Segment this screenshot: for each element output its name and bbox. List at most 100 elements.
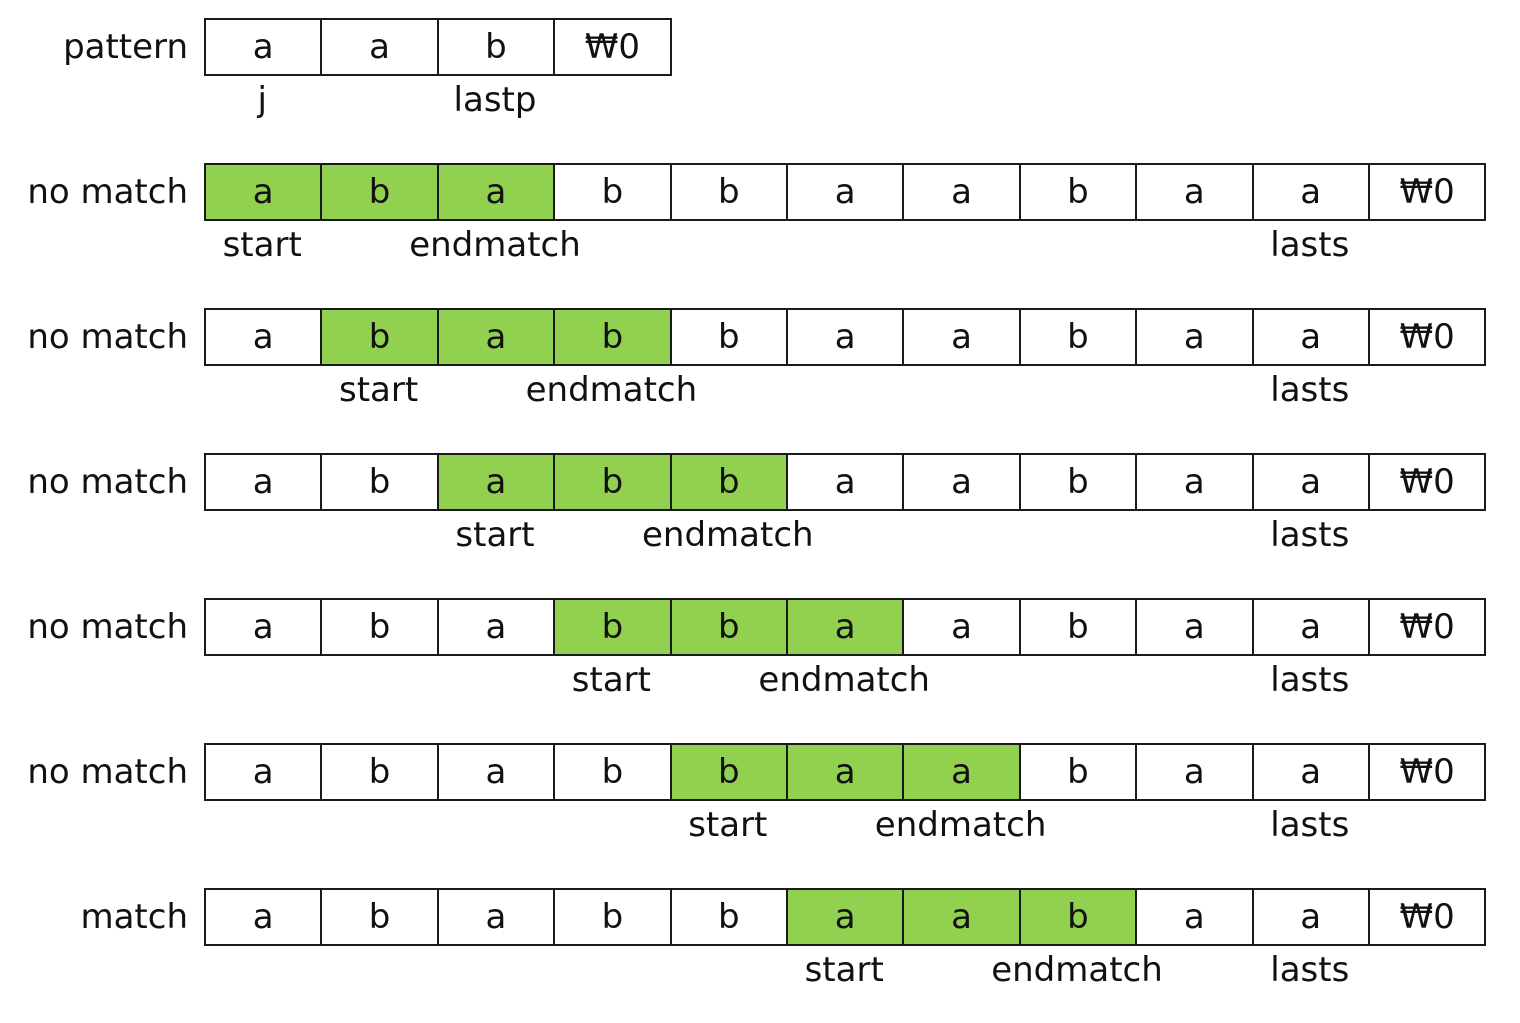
highlighted-cell: a bbox=[438, 455, 556, 509]
highlighted-cell: a bbox=[438, 165, 556, 219]
row-label: no match bbox=[27, 462, 188, 502]
cell: a bbox=[206, 455, 323, 509]
cell: a bbox=[1137, 165, 1254, 219]
highlighted-cell: b bbox=[1020, 890, 1138, 944]
cell: a bbox=[1254, 455, 1370, 509]
cell: a bbox=[904, 455, 1021, 509]
cell: a bbox=[904, 165, 1021, 219]
marker-endmatch: endmatch bbox=[758, 660, 930, 700]
cell: b bbox=[1021, 310, 1138, 364]
cell: a bbox=[439, 745, 556, 799]
cell: ₩0 bbox=[1370, 455, 1487, 509]
cell: a bbox=[1254, 890, 1370, 944]
highlighted-cell: a bbox=[787, 745, 905, 799]
cell: b bbox=[672, 310, 788, 364]
marker-start: start bbox=[688, 805, 768, 845]
highlighted-cell: a bbox=[787, 890, 905, 944]
cell: b bbox=[555, 165, 672, 219]
marker-start: start bbox=[222, 225, 302, 265]
cell: a bbox=[904, 600, 1021, 654]
highlighted-cell: b bbox=[555, 455, 672, 509]
marker-endmatch: endmatch bbox=[874, 805, 1047, 845]
marker-lasts: lasts bbox=[1270, 950, 1350, 990]
cell: a bbox=[206, 890, 323, 944]
highlighted-cell: b bbox=[671, 600, 788, 654]
marker-endmatch: endmatch bbox=[991, 950, 1163, 990]
highlighted-cell: b bbox=[671, 745, 788, 799]
cell: b bbox=[1021, 165, 1138, 219]
marker-lasts: lasts bbox=[1270, 225, 1350, 265]
marker-start: start bbox=[338, 370, 419, 410]
highlighted-cell: a bbox=[904, 745, 1021, 799]
marker-endmatch: endmatch bbox=[409, 225, 581, 265]
highlighted-cell: a bbox=[206, 165, 323, 219]
cell: a bbox=[904, 310, 1021, 364]
highlighted-cell: b bbox=[322, 310, 439, 364]
cell: b bbox=[322, 890, 439, 944]
cell: a bbox=[1137, 455, 1254, 509]
row-label: match bbox=[80, 897, 188, 937]
highlighted-cell: b bbox=[555, 310, 672, 364]
row-label: no match bbox=[27, 752, 188, 792]
cell: a bbox=[1254, 745, 1370, 799]
cell: a bbox=[206, 20, 323, 74]
cell: a bbox=[322, 20, 439, 74]
marker-lasts: lasts bbox=[1270, 370, 1350, 410]
marker-lastp: lastp bbox=[453, 80, 537, 120]
marker-j: j bbox=[257, 80, 267, 120]
cell: a bbox=[1137, 890, 1254, 944]
cell: b bbox=[555, 890, 672, 944]
highlighted-cell: b bbox=[322, 165, 439, 219]
cell: a bbox=[788, 455, 905, 509]
cell: a bbox=[206, 310, 323, 364]
cell: a bbox=[1254, 165, 1370, 219]
marker-start: start bbox=[455, 515, 535, 555]
cell: b bbox=[1021, 455, 1138, 509]
highlighted-cell: a bbox=[904, 890, 1021, 944]
marker-start: start bbox=[571, 660, 651, 700]
cell: a bbox=[1137, 310, 1254, 364]
cell: b bbox=[439, 20, 556, 74]
cell: ₩0 bbox=[1370, 310, 1487, 364]
cell: a bbox=[1137, 600, 1254, 654]
cell: a bbox=[1137, 745, 1254, 799]
highlighted-cell: b bbox=[671, 455, 788, 509]
cell: b bbox=[672, 890, 788, 944]
cell: b bbox=[555, 745, 672, 799]
cell: b bbox=[322, 745, 439, 799]
cell: a bbox=[788, 310, 905, 364]
marker-endmatch: endmatch bbox=[525, 370, 698, 410]
row-label: pattern bbox=[63, 27, 188, 67]
row-label: no match bbox=[27, 172, 188, 212]
cell: b bbox=[672, 165, 788, 219]
cell: ₩0 bbox=[1370, 745, 1487, 799]
row-label: no match bbox=[27, 607, 188, 647]
marker-lasts: lasts bbox=[1270, 660, 1350, 700]
cell: a bbox=[439, 890, 556, 944]
cell: a bbox=[788, 165, 905, 219]
cell: ₩0 bbox=[1370, 890, 1487, 944]
cell: a bbox=[206, 600, 323, 654]
cell: a bbox=[439, 600, 556, 654]
cell: ₩0 bbox=[1370, 600, 1487, 654]
cell: a bbox=[206, 745, 323, 799]
marker-start: start bbox=[804, 950, 884, 990]
cell: b bbox=[1021, 745, 1138, 799]
highlighted-cell: a bbox=[787, 600, 905, 654]
marker-endmatch: endmatch bbox=[642, 515, 814, 555]
cell: ₩0 bbox=[555, 20, 672, 74]
cell: b bbox=[322, 455, 439, 509]
cell: a bbox=[1254, 600, 1370, 654]
marker-lasts: lasts bbox=[1270, 805, 1350, 845]
highlighted-cell: b bbox=[555, 600, 672, 654]
cell: a bbox=[1254, 310, 1370, 364]
cell: ₩0 bbox=[1370, 165, 1487, 219]
